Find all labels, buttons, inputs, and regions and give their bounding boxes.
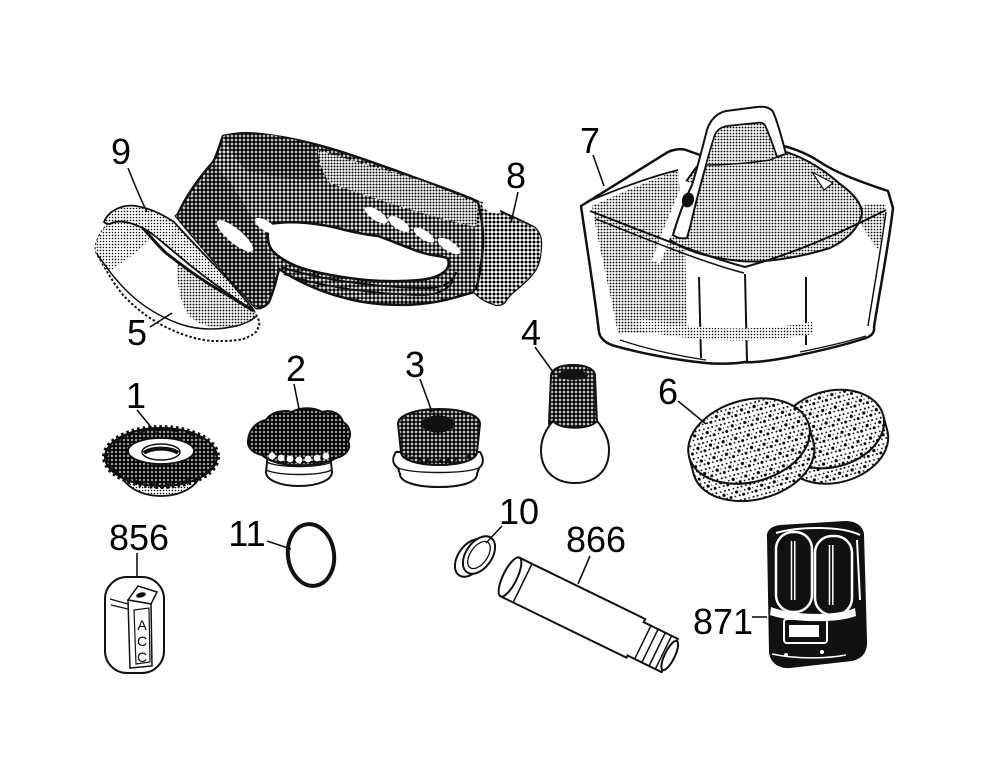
svg-text:3: 3 <box>405 344 425 385</box>
svg-text:C: C <box>137 633 147 649</box>
svg-text:9: 9 <box>111 131 131 172</box>
svg-text:7: 7 <box>580 120 600 161</box>
svg-text:871: 871 <box>693 601 753 642</box>
svg-text:C: C <box>137 649 147 665</box>
svg-text:4: 4 <box>521 312 541 353</box>
svg-text:866: 866 <box>566 519 626 560</box>
svg-text:5: 5 <box>127 312 147 353</box>
svg-text:6: 6 <box>658 371 678 412</box>
svg-text:1: 1 <box>126 375 146 416</box>
svg-text:11: 11 <box>228 513 265 554</box>
svg-text:8: 8 <box>506 155 526 196</box>
svg-text:2: 2 <box>286 348 306 389</box>
svg-text:A: A <box>137 617 147 633</box>
svg-text:10: 10 <box>499 491 539 532</box>
svg-text:856: 856 <box>109 517 169 558</box>
